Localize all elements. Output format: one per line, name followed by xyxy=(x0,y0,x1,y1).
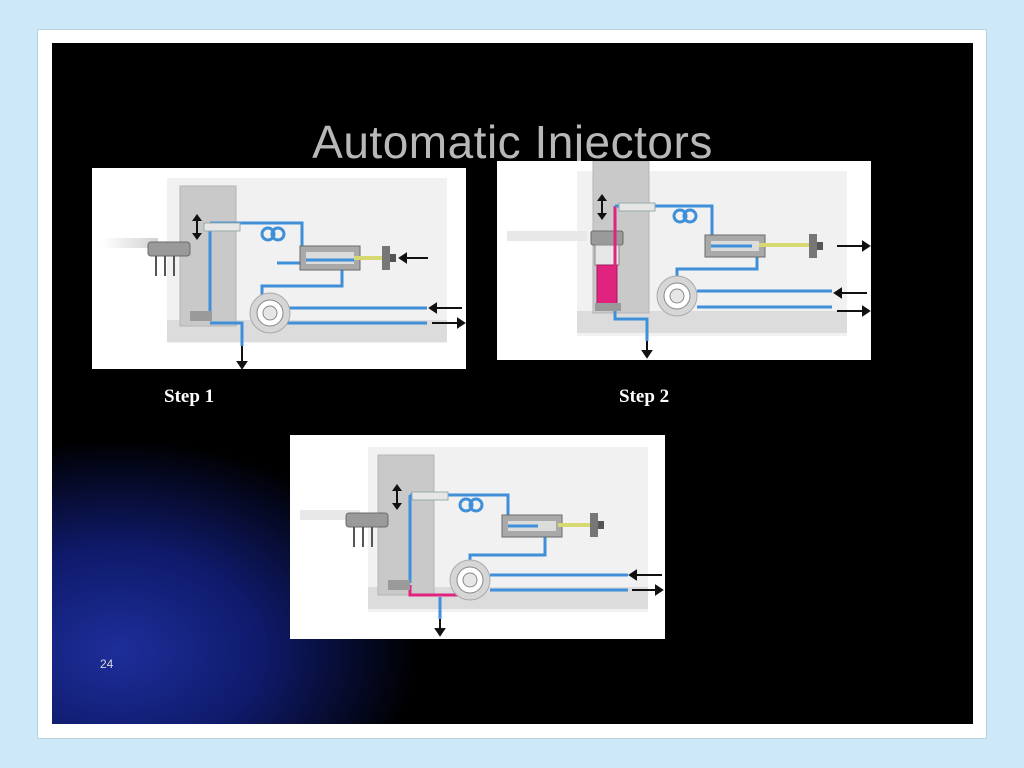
injector-diagram-step-2-svg xyxy=(497,161,871,360)
slide-title: Automatic Injectors xyxy=(312,116,713,168)
injector-diagram-step-1 xyxy=(92,168,466,369)
injector-diagram-step-1-svg xyxy=(92,168,466,369)
slide-number: 24 xyxy=(100,657,114,671)
injector-diagram-step-3-svg xyxy=(290,435,665,639)
injector-diagram-step-2 xyxy=(497,161,871,360)
step-2-label: Step 2 xyxy=(619,386,670,407)
injector-diagram-step-3 xyxy=(290,435,665,639)
step-1-label: Step 1 xyxy=(164,386,215,407)
slide: Automatic Injectors xyxy=(52,43,973,724)
